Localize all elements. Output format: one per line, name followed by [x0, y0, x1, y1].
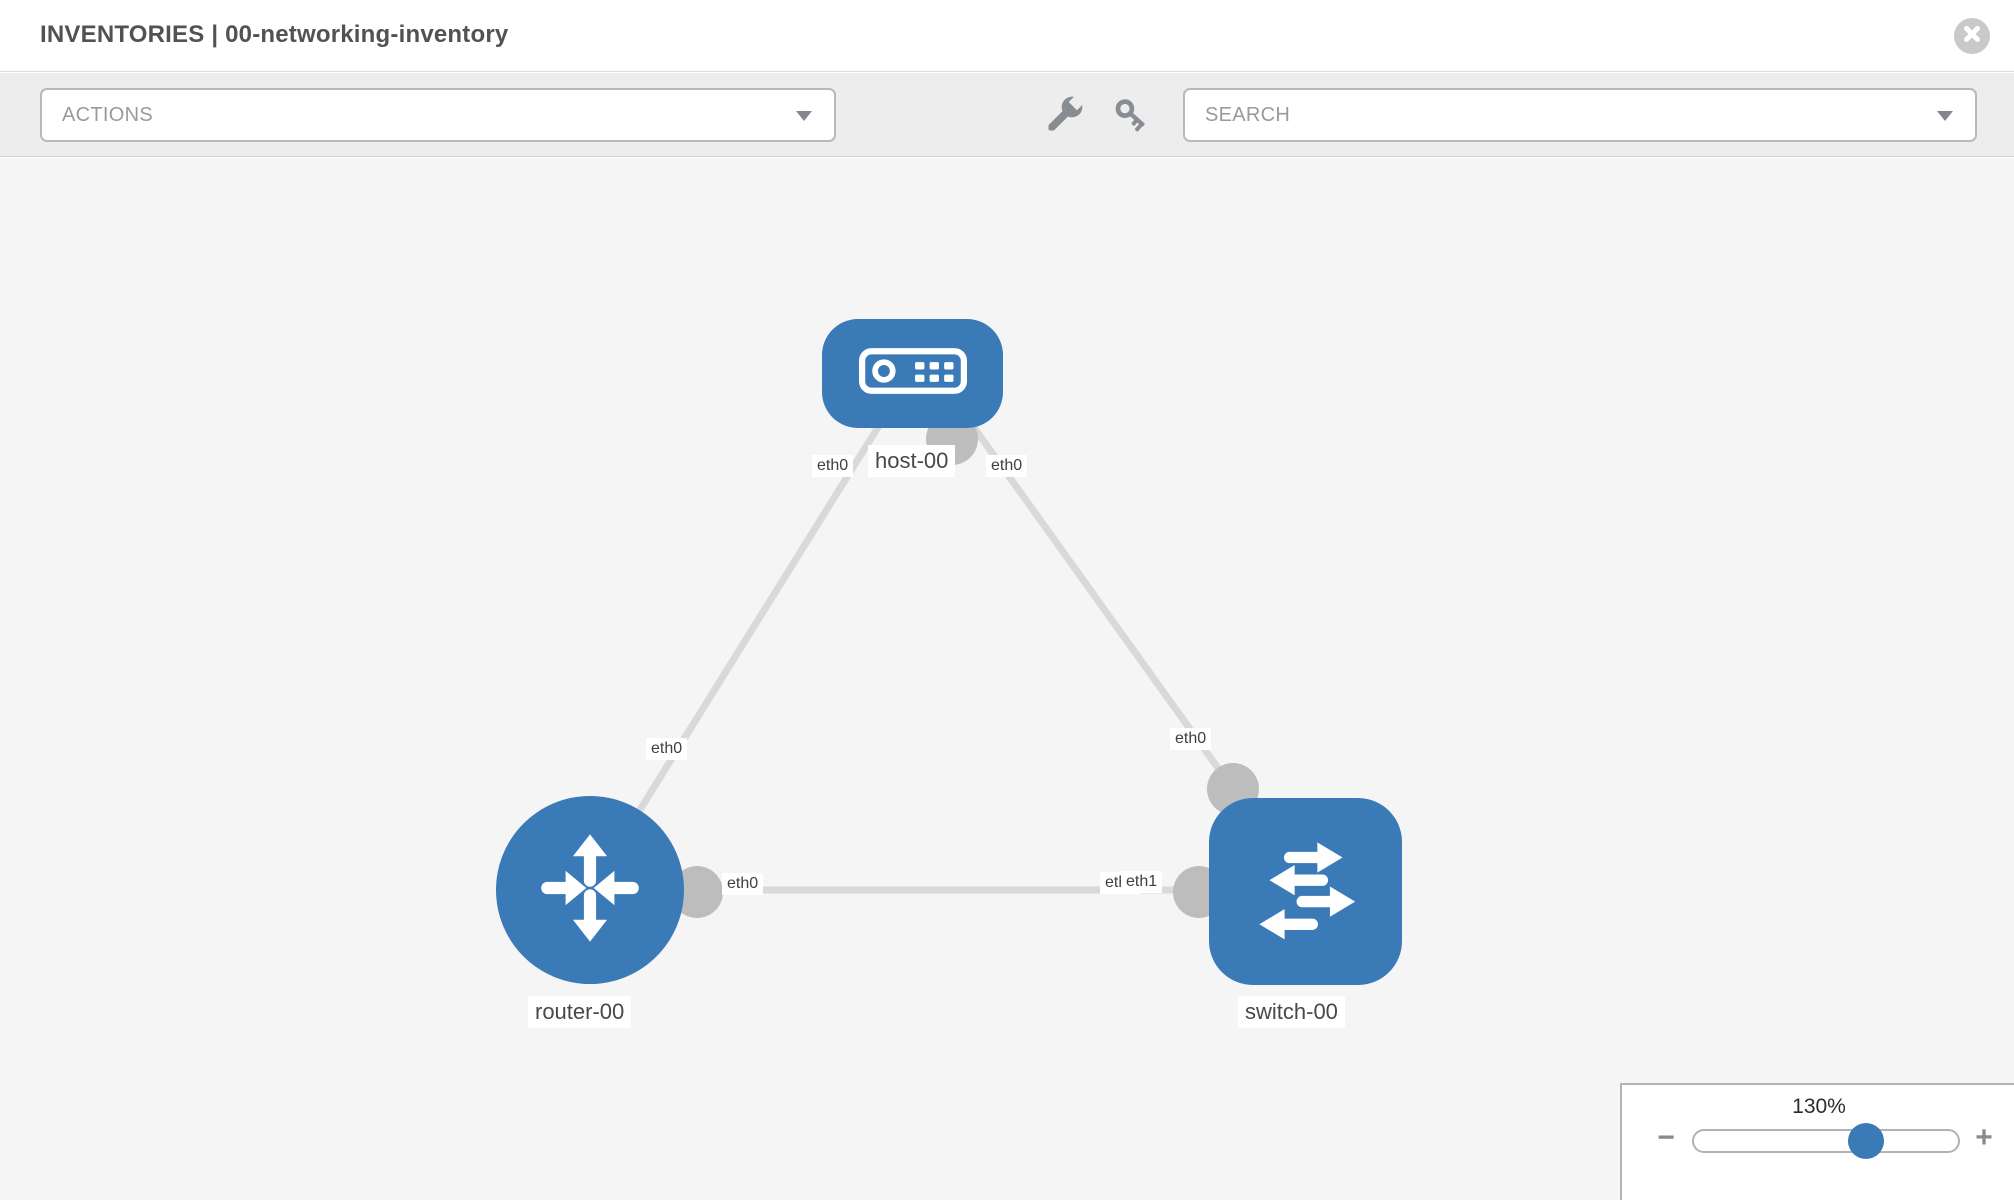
key-icon — [1112, 99, 1152, 139]
iface-label-host-to-router: eth0 — [812, 455, 854, 477]
iface-label-router-to-switch: eth0 — [722, 873, 764, 895]
router-arrows-icon — [529, 827, 651, 954]
search-dropdown[interactable]: SEARCH — [1183, 88, 1977, 142]
chevron-down-icon — [796, 111, 812, 121]
toolbar: ACTIONS — [0, 73, 2014, 157]
topology-canvas[interactable]: host-00 router-00 switch-00 eth0 eth0 et… — [0, 158, 2014, 1200]
actions-dropdown[interactable]: ACTIONS — [40, 88, 836, 142]
actions-dropdown-label: ACTIONS — [62, 103, 153, 126]
node-switch-00[interactable] — [1209, 798, 1402, 985]
node-label-router: router-00 — [528, 996, 632, 1028]
server-icon — [858, 348, 967, 399]
key-legend-button[interactable] — [1112, 95, 1152, 135]
interface-dot-router — [671, 866, 723, 918]
zoom-control-panel: 130% − + — [1620, 1083, 2014, 1200]
node-label-switch: switch-00 — [1238, 996, 1345, 1028]
iface-label-switch-to-router: eth1 — [1121, 871, 1163, 893]
switch-arrows-icon — [1243, 826, 1369, 957]
iface-label-switch-uplink: eth0 — [1170, 728, 1212, 750]
node-label-host: host-00 — [868, 445, 956, 477]
zoom-slider-track[interactable] — [1692, 1123, 1960, 1159]
node-host-00[interactable] — [822, 319, 1003, 428]
page-header: INVENTORIES | 00-networking-inventory — [0, 0, 2014, 72]
iface-label-router-uplink: eth0 — [646, 738, 688, 760]
zoom-out-button[interactable]: − — [1657, 1121, 1675, 1154]
configure-tools-button[interactable] — [1044, 95, 1084, 135]
wrench-icon — [1044, 96, 1084, 139]
iface-label-host-to-switch: eth0 — [986, 455, 1028, 477]
node-router-00[interactable] — [496, 796, 684, 984]
zoom-level-value: 130% — [1792, 1095, 1846, 1118]
close-button[interactable] — [1954, 18, 1990, 54]
topology-links-layer — [587, 405, 1309, 918]
chevron-down-icon — [1937, 111, 1953, 121]
page-title: INVENTORIES | 00-networking-inventory — [40, 21, 509, 48]
search-placeholder: SEARCH — [1205, 103, 1291, 126]
zoom-slider-thumb[interactable] — [1848, 1123, 1884, 1159]
close-icon — [1962, 24, 1982, 49]
zoom-in-button[interactable]: + — [1975, 1121, 1993, 1154]
